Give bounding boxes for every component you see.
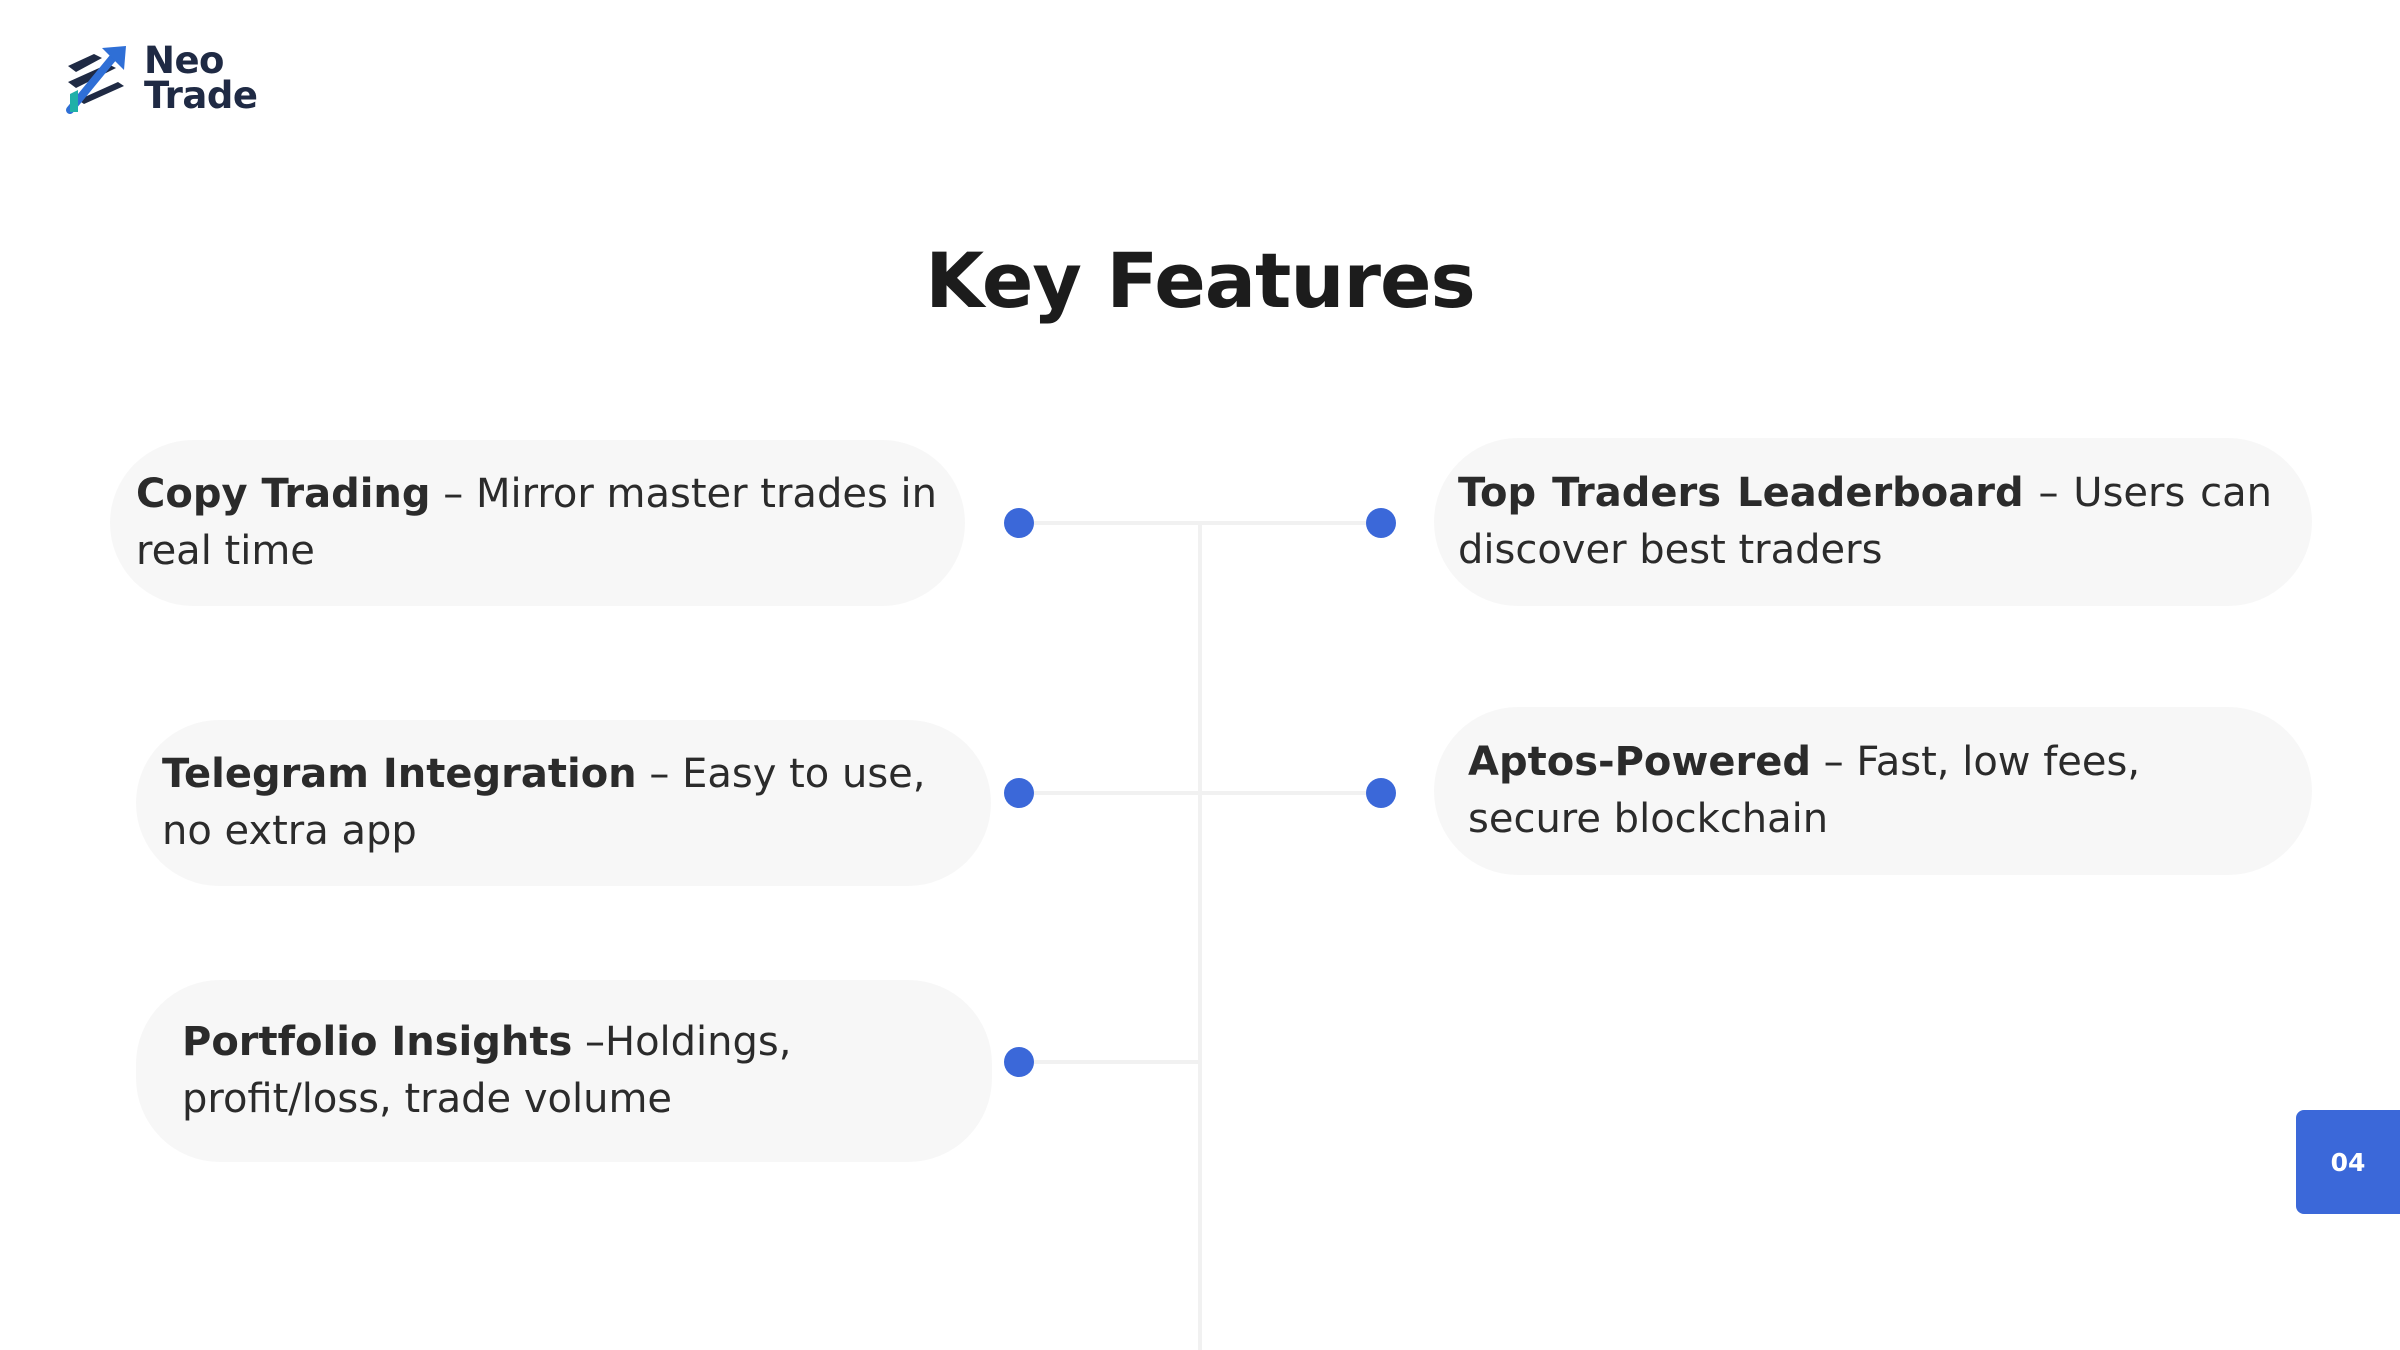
feature-text: Top Traders Leaderboard – Users can disc… xyxy=(1458,465,2272,579)
feature-name: Portfolio Insights xyxy=(182,1019,573,1065)
feature-description: – Fast, low fees, secure blockchain xyxy=(1468,739,2141,842)
neotrade-arrow-logo-icon xyxy=(66,46,126,114)
feature-name: Top Traders Leaderboard xyxy=(1458,470,2024,516)
feature-text: Aptos-Powered – Fast, low fees, secure b… xyxy=(1468,734,2284,848)
timeline-dot-left-2 xyxy=(1004,778,1034,808)
feature-card-copy-trading: Copy Trading – Mirror master trades in r… xyxy=(110,440,965,606)
timeline-connector-1 xyxy=(1020,521,1380,525)
feature-description: – Mirror master trades in real time xyxy=(136,471,937,574)
feature-text: Copy Trading – Mirror master trades in r… xyxy=(136,466,939,580)
feature-text: Portfolio Insights –Holdings, profit/los… xyxy=(182,1014,980,1128)
feature-name: Telegram Integration xyxy=(162,751,637,797)
timeline-connector-3 xyxy=(1020,1060,1200,1064)
feature-name: Aptos-Powered xyxy=(1468,739,1811,785)
timeline-dot-left-3 xyxy=(1004,1047,1034,1077)
timeline-vertical-line xyxy=(1198,522,1202,1350)
feature-card-top-traders-leaderboard: Top Traders Leaderboard – Users can disc… xyxy=(1434,438,2312,606)
feature-card-telegram-integration: Telegram Integration – Easy to use, no e… xyxy=(136,720,991,886)
feature-card-portfolio-insights: Portfolio Insights –Holdings, profit/los… xyxy=(136,980,992,1162)
feature-description: – Users can discover best traders xyxy=(1458,470,2272,573)
timeline-dot-right-2 xyxy=(1366,778,1396,808)
feature-description: –Holdings, profit/loss, trade volume xyxy=(182,1019,792,1122)
feature-card-aptos-powered: Aptos-Powered – Fast, low fees, secure b… xyxy=(1434,707,2312,875)
feature-name: Copy Trading xyxy=(136,471,431,517)
brand-name-line1: Neo xyxy=(144,39,224,82)
slide-title: Key Features xyxy=(925,236,1475,325)
timeline-dot-right-1 xyxy=(1366,508,1396,538)
feature-description: – Easy to use, no extra app xyxy=(162,751,926,854)
brand-logo: Neo Trade xyxy=(64,39,258,117)
brand-name-line2: Trade xyxy=(144,74,258,117)
page-number-badge: 04 xyxy=(2296,1110,2400,1214)
brand-name: Neo Trade xyxy=(144,39,258,117)
timeline-dot-left-1 xyxy=(1004,508,1034,538)
timeline-connector-2 xyxy=(1020,791,1380,795)
feature-text: Telegram Integration – Easy to use, no e… xyxy=(162,746,965,860)
